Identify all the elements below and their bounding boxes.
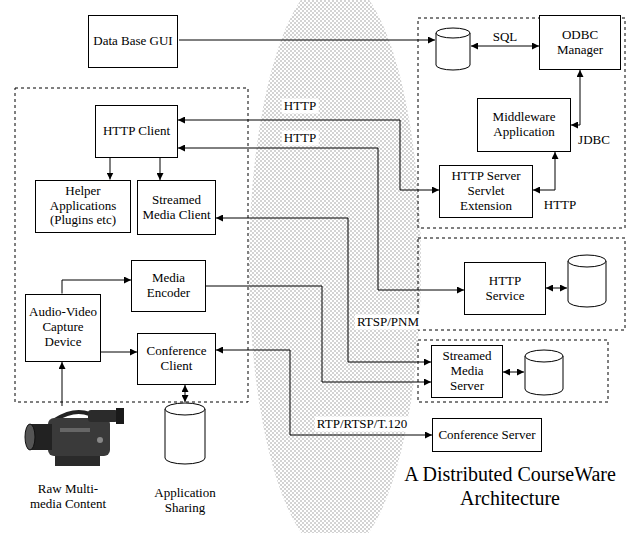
connector [178,120,439,190]
box-label: ODBC Manager [543,28,617,58]
component-box: HTTP Client [95,105,178,158]
streaming-group [418,340,608,402]
protocol-label: HTTP [542,198,579,213]
box-label: Application Sharing [140,486,230,516]
group-frames [15,18,625,402]
connector [185,385,186,402]
sql-arrow [471,46,539,47]
note-label: SQL [493,30,518,45]
database-cylinder [525,350,563,395]
connector [216,350,432,435]
component-box: Helper Applications (Plugins etc) [35,180,131,233]
connector [178,148,464,290]
diagram-title: A Distributed CourseWare Architecture [392,462,628,510]
connector [216,218,431,362]
box-label: Data Base GUI [93,34,172,49]
database-cylinder [436,28,470,70]
connector [571,70,580,125]
connector [110,158,111,180]
component-box: Media Encoder [131,260,206,312]
database-cylinder: Application Sharing [140,402,230,524]
client-group [15,88,248,402]
protocol-label: HTTP [282,131,319,146]
protocol-label: RTP/RTSP/T.120 [315,417,409,432]
component-box: Streamed Media Client [137,180,216,235]
box-label: HTTP Server Servlet Extension [443,169,529,214]
database-cylinder [568,255,606,307]
connector [160,158,161,180]
box-label: Streamed Media Server [435,349,499,394]
component-box: ODBC Manager [539,15,621,70]
box-label: Media Encoder [135,271,202,301]
box-label: Streamed Media Client [141,193,212,223]
component-box: Conference Server [432,418,542,452]
box-label: Helper Applications (Plugins etc) [39,184,127,229]
connector [101,352,137,353]
box-label: Conference Client [141,344,212,374]
media-db-arrow [503,372,524,373]
component-box: Audio-Video Capture Device [25,294,101,362]
box-label: HTTP Client [103,124,170,139]
component-box: Data Base GUI [88,15,178,68]
box-label: Middleware Application [481,110,567,140]
protocol-label: RTSP/PNM [355,315,421,330]
note-label: Raw Multi- media Content [23,482,113,512]
connector [533,152,555,190]
box-label: HTTP Service [468,274,542,304]
box-label: Audio-Video Capture Device [29,305,97,350]
gui-db-arrow [179,40,435,41]
component-box: HTTP Server Servlet Extension [439,165,533,218]
camera-arrow [62,362,63,406]
connector [206,286,431,382]
protocol-label: JDBC [576,133,612,148]
component-box: Middleware Application [477,98,571,152]
service-db-arrow [546,288,567,289]
protocol-label: HTTP [282,99,319,114]
box-label: Conference Server [438,428,535,443]
layout-arrows [62,40,567,406]
component-box: Streamed Media Server [431,345,503,398]
http-group [418,238,625,330]
cylinder-outline [163,402,207,466]
connector [62,280,131,294]
component-box: Conference Client [137,333,216,385]
component-box: HTTP Service [464,262,546,315]
camcorder-illustration [25,408,124,466]
network-cloud [249,0,421,533]
database-group [418,18,625,228]
